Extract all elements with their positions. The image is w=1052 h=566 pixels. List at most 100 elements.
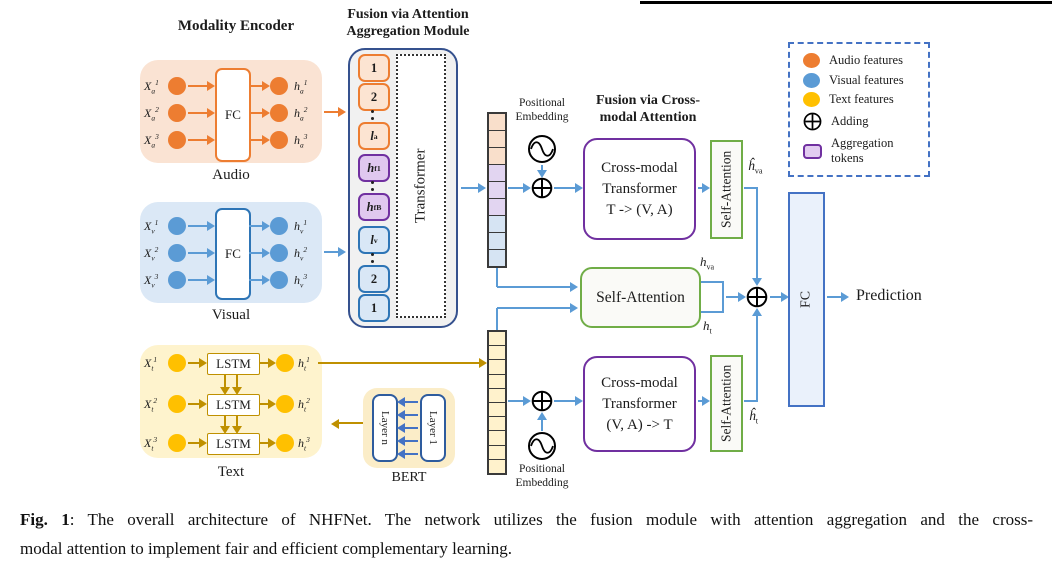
connector: [770, 296, 781, 298]
arrowhead: [738, 292, 746, 302]
arrowhead: [575, 183, 583, 193]
figure-caption-text: : The overall architecture of NHFNet. Th…: [69, 510, 1034, 529]
aggregation-token-audio-1: 1: [358, 54, 390, 82]
fusion-to-stack-connector: [461, 187, 478, 189]
arrowhead: [702, 396, 710, 406]
visual-to-fusion-connector: [324, 251, 338, 253]
visual-output-label-3: hv3: [294, 272, 308, 290]
arrowhead: [199, 399, 207, 409]
connector: [188, 139, 207, 141]
text-output-label-2: ht2: [298, 396, 310, 414]
fusion-aggregation-title: Fusion via Attention Aggregation Module: [330, 6, 486, 40]
visual-input-label-1: Xv1: [144, 218, 159, 236]
audio-to-fusion-connector: [324, 111, 338, 113]
audio-features-swatch: [803, 52, 820, 68]
token-cell: [489, 114, 505, 131]
text-input-node-1: [168, 354, 186, 372]
text-input-label-3: Xt3: [144, 435, 158, 453]
connector: [554, 187, 575, 189]
connector: [698, 187, 702, 189]
visual-input-label-3: Xv3: [144, 272, 159, 290]
audio-input-label-2: Xa2: [144, 105, 159, 123]
token-cell: [489, 250, 505, 266]
visual-output-node-2: [270, 244, 288, 262]
connector: [188, 225, 207, 227]
connector: [249, 225, 262, 227]
token-cell: [489, 388, 505, 404]
arrowhead: [262, 135, 270, 145]
h-va-hat-label: ĥva: [748, 158, 763, 176]
cm-bottom-line1: Cross-modal: [601, 374, 678, 391]
visual-output-label-1: hv1: [294, 218, 308, 236]
connector: [496, 268, 498, 287]
ellipsis-dots: [370, 110, 374, 120]
bert-to-text-connector: [339, 422, 363, 424]
aggregation-tokens-swatch: [803, 143, 822, 159]
text-output-node-2: [276, 395, 294, 413]
legend-label: Adding: [831, 114, 869, 129]
cross-modal-transformer-top: Cross-modal Transformer T -> (V, A): [583, 138, 696, 240]
self-attention-middle-box: Self-Attention: [580, 267, 701, 328]
arrowhead: [232, 387, 242, 395]
arrowhead: [338, 247, 346, 257]
text-output-label-1: ht1: [298, 355, 310, 373]
adding-icon-legend: [803, 112, 822, 131]
arrowhead: [207, 275, 215, 285]
bert-layer-n-box: Layer n: [372, 394, 398, 462]
final-fc-box: FC: [788, 192, 825, 407]
visual-input-label-2: Xv2: [144, 245, 159, 263]
page-top-rule: [640, 1, 1052, 4]
arrowhead: [537, 412, 547, 420]
arrowhead: [262, 248, 270, 258]
connector: [726, 296, 738, 298]
cm-bottom-line3: (V, A) -> T: [606, 416, 673, 433]
aggregation-token-audio-2: 2: [358, 83, 390, 111]
connector: [260, 442, 268, 444]
legend-item-aggregation-tokens: Aggregation tokens: [803, 136, 928, 166]
visual-input-node-1: [168, 217, 186, 235]
token-cell: [489, 417, 505, 432]
arrowhead: [752, 308, 762, 316]
connector: [756, 316, 758, 402]
fusion-crossmodal-title-line1: Fusion via Cross-: [596, 93, 700, 108]
text-output-label-3: ht3: [298, 435, 310, 453]
connector: [541, 165, 543, 171]
connector: [497, 286, 570, 288]
visual-output-node-1: [270, 217, 288, 235]
concat-bracket: [701, 281, 724, 313]
transformer-box: Transformer: [396, 54, 446, 318]
arrowhead: [232, 426, 242, 434]
connector: [188, 279, 207, 281]
connector: [497, 307, 570, 309]
connector: [554, 400, 575, 402]
adding-icon-top: [531, 177, 553, 199]
audio-output-node-3: [270, 131, 288, 149]
arrowhead: [220, 426, 230, 434]
connector: [496, 308, 498, 330]
fused-token-stack-top: [487, 112, 507, 268]
positional-label-line1: Positional: [518, 463, 565, 475]
self-attention-bottom-box: Self-Attention: [710, 355, 743, 452]
connector: [188, 362, 199, 364]
lstm-box-2: LSTM: [207, 394, 260, 416]
arrowhead: [523, 183, 531, 193]
token-cell: [489, 233, 505, 250]
positional-label-line2: Embedding: [515, 111, 569, 123]
fusion-crossmodal-title: Fusion via Cross- modal Attention: [576, 92, 720, 126]
audio-input-label-1: Xa1: [144, 78, 159, 96]
token-cell: [489, 199, 505, 216]
connector: [756, 187, 758, 279]
arrowhead: [262, 221, 270, 231]
text-output-node-3: [276, 434, 294, 452]
connector: [508, 187, 523, 189]
arrowhead: [575, 396, 583, 406]
final-fc-label: FC: [798, 290, 814, 309]
arrowhead: [207, 108, 215, 118]
arrowhead: [397, 410, 405, 420]
audio-input-node-3: [168, 131, 186, 149]
connector: [827, 296, 841, 298]
arrowhead: [537, 170, 547, 178]
